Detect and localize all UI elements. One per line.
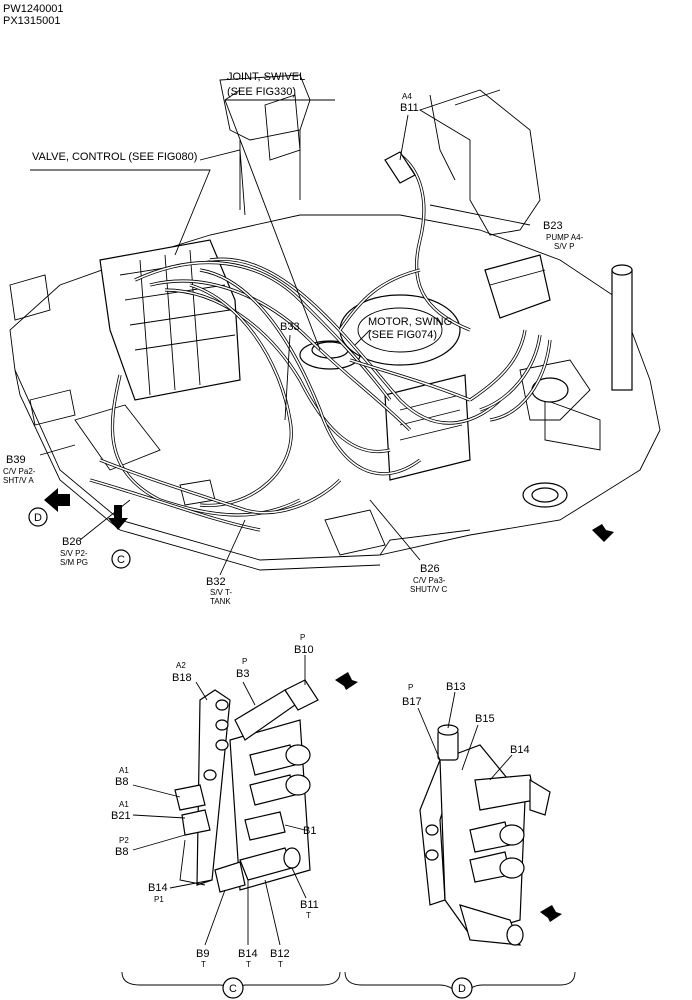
- detail-d-label-p-b17: P: [408, 683, 413, 692]
- header-code-1: PW1240001: [3, 3, 64, 15]
- detail-c-caption: C: [229, 983, 237, 995]
- label-b26-left-sub2: S/M PG: [60, 558, 88, 567]
- detail-c-label-t-b14: T: [246, 960, 251, 969]
- detail-c-label-b11: B11: [300, 899, 319, 911]
- detail-d-caption: D: [458, 983, 466, 995]
- label-b23: B23: [543, 220, 563, 232]
- detail-c-fitting-b8: [174, 784, 206, 811]
- detail-d-elbow: [459, 904, 521, 946]
- label-b39: B39: [6, 454, 26, 466]
- detail-c-label-p1: P1: [154, 895, 164, 904]
- hose-bundle: [89, 153, 552, 532]
- label-b26-right: B26: [420, 563, 440, 575]
- leader-b32: [219, 519, 246, 576]
- detail-d-label-b14: B14: [510, 744, 530, 756]
- label-b32-sub1: S/V T-: [210, 588, 232, 597]
- detail-c-label-a2: A2: [176, 661, 186, 670]
- label-view-d: D: [34, 512, 42, 524]
- label-b32-sub2: TANK: [210, 597, 231, 606]
- detail-c-solenoid-2: [285, 774, 311, 796]
- detail-c-label-t-b12: T: [278, 960, 283, 969]
- label-b26-left: B26: [62, 536, 82, 548]
- detail-d-label-b13: B13: [446, 681, 466, 693]
- detail-c-label-t-b9: T: [201, 960, 206, 969]
- detail-c-label-t-b11: T: [306, 911, 311, 920]
- detail-d-solenoid-2: [499, 857, 525, 879]
- detail-c-label-b9: B9: [196, 948, 209, 960]
- solenoid-block: [384, 374, 471, 481]
- leader-b33: [284, 334, 291, 421]
- leader-motor-swing: [354, 329, 371, 346]
- main-assembly-drawing: [9, 74, 661, 576]
- detail-d-direction-arrow: [540, 905, 562, 922]
- base-plate-edge: [14, 369, 381, 571]
- label-joint-swivel-2: (SEE FIG330): [227, 86, 296, 98]
- detail-d-caption-circle: [451, 977, 473, 999]
- base-plate: [9, 214, 661, 561]
- view-circle-c: [111, 549, 131, 569]
- detail-c-label-a1-b21: A1: [119, 800, 129, 809]
- detail-c-label-b8-bottom: B8: [115, 846, 128, 858]
- post-right: [611, 269, 633, 391]
- detail-c-direction-arrow: [335, 672, 358, 690]
- detail-c-drawing: [121, 655, 358, 999]
- label-motor-swing-1: MOTOR, SWING: [368, 316, 452, 328]
- leader-b23: [429, 204, 531, 226]
- view-circle-d: [28, 507, 48, 527]
- frame-bracket-right: [418, 89, 541, 236]
- detail-d-label-b15: B15: [475, 713, 495, 725]
- detail-c-label-b21: B21: [111, 810, 131, 822]
- detail-c-label-p2: P2: [119, 836, 129, 845]
- detail-d-drawing: [344, 691, 576, 999]
- leader-b26-right: [369, 499, 421, 561]
- detail-c-label-b3: B3: [236, 668, 249, 680]
- label-b32: B32: [206, 576, 226, 588]
- label-b26-left-sub1: S/V P2-: [60, 549, 88, 558]
- view-arrow-c: [108, 505, 128, 530]
- detail-c-manifold-bar: [196, 689, 231, 886]
- label-b39-sub2: SHT/V A: [3, 476, 34, 485]
- detail-c-label-b14-bottom: B14: [238, 948, 258, 960]
- detail-c-solenoid-1: [285, 744, 311, 766]
- detail-c-label-b14: B14: [148, 882, 168, 894]
- leader-valve-control: [30, 169, 211, 256]
- label-b23-sub2: S/V P: [554, 242, 574, 251]
- header-code-2: PX1315001: [3, 15, 61, 27]
- label-b26-right-sub2: SHUT/V C: [410, 585, 448, 594]
- detail-d-solenoid-1: [499, 824, 525, 846]
- pump-connector: [484, 254, 551, 319]
- label-joint-swivel-1: JOINT, SWIVEL: [227, 71, 305, 83]
- label-motor-swing-2: (SEE FIG074): [368, 329, 437, 341]
- detail-c-fitting-b21: [181, 809, 211, 836]
- leader-b11: [399, 114, 409, 161]
- label-valve-control: VALVE, CONTROL (SEE FIG080): [32, 151, 197, 163]
- detail-c-label-p-b10: P: [300, 633, 305, 642]
- detail-d-label-b17: B17: [402, 696, 422, 708]
- label-b11-top: B11: [400, 102, 419, 114]
- label-b23-sub1: PUMP A4-: [546, 233, 584, 242]
- leader-joint-swivel: [224, 99, 321, 351]
- detail-c-label-b1: B1: [303, 825, 316, 837]
- detail-c-fitting-b1: [244, 811, 286, 841]
- label-a4: A4: [402, 92, 412, 101]
- label-b39-sub1: C/V Pa2-: [3, 467, 36, 476]
- detail-c-label-b12: B12: [270, 948, 290, 960]
- detail-c-label-p-b3: P: [242, 657, 247, 666]
- fitting-b11: [384, 151, 416, 184]
- detail-c-label-b10: B10: [294, 644, 314, 656]
- label-view-c: C: [117, 554, 125, 566]
- detail-c-caption-circle: [222, 977, 244, 999]
- view-arrow-d: [44, 488, 70, 512]
- direction-arrow-main: [592, 524, 614, 542]
- detail-d-cartridge-b14: [474, 774, 536, 811]
- detail-c-label-b8-top: B8: [115, 776, 128, 788]
- sv-block-left: [74, 404, 161, 471]
- label-b26-right-sub1: C/V Pa3-: [413, 576, 446, 585]
- label-b33: B33: [280, 321, 300, 333]
- detail-c-label-a1-b8: A1: [119, 766, 129, 775]
- detail-c-label-b18: B18: [172, 672, 192, 684]
- leader-b39: [39, 444, 76, 456]
